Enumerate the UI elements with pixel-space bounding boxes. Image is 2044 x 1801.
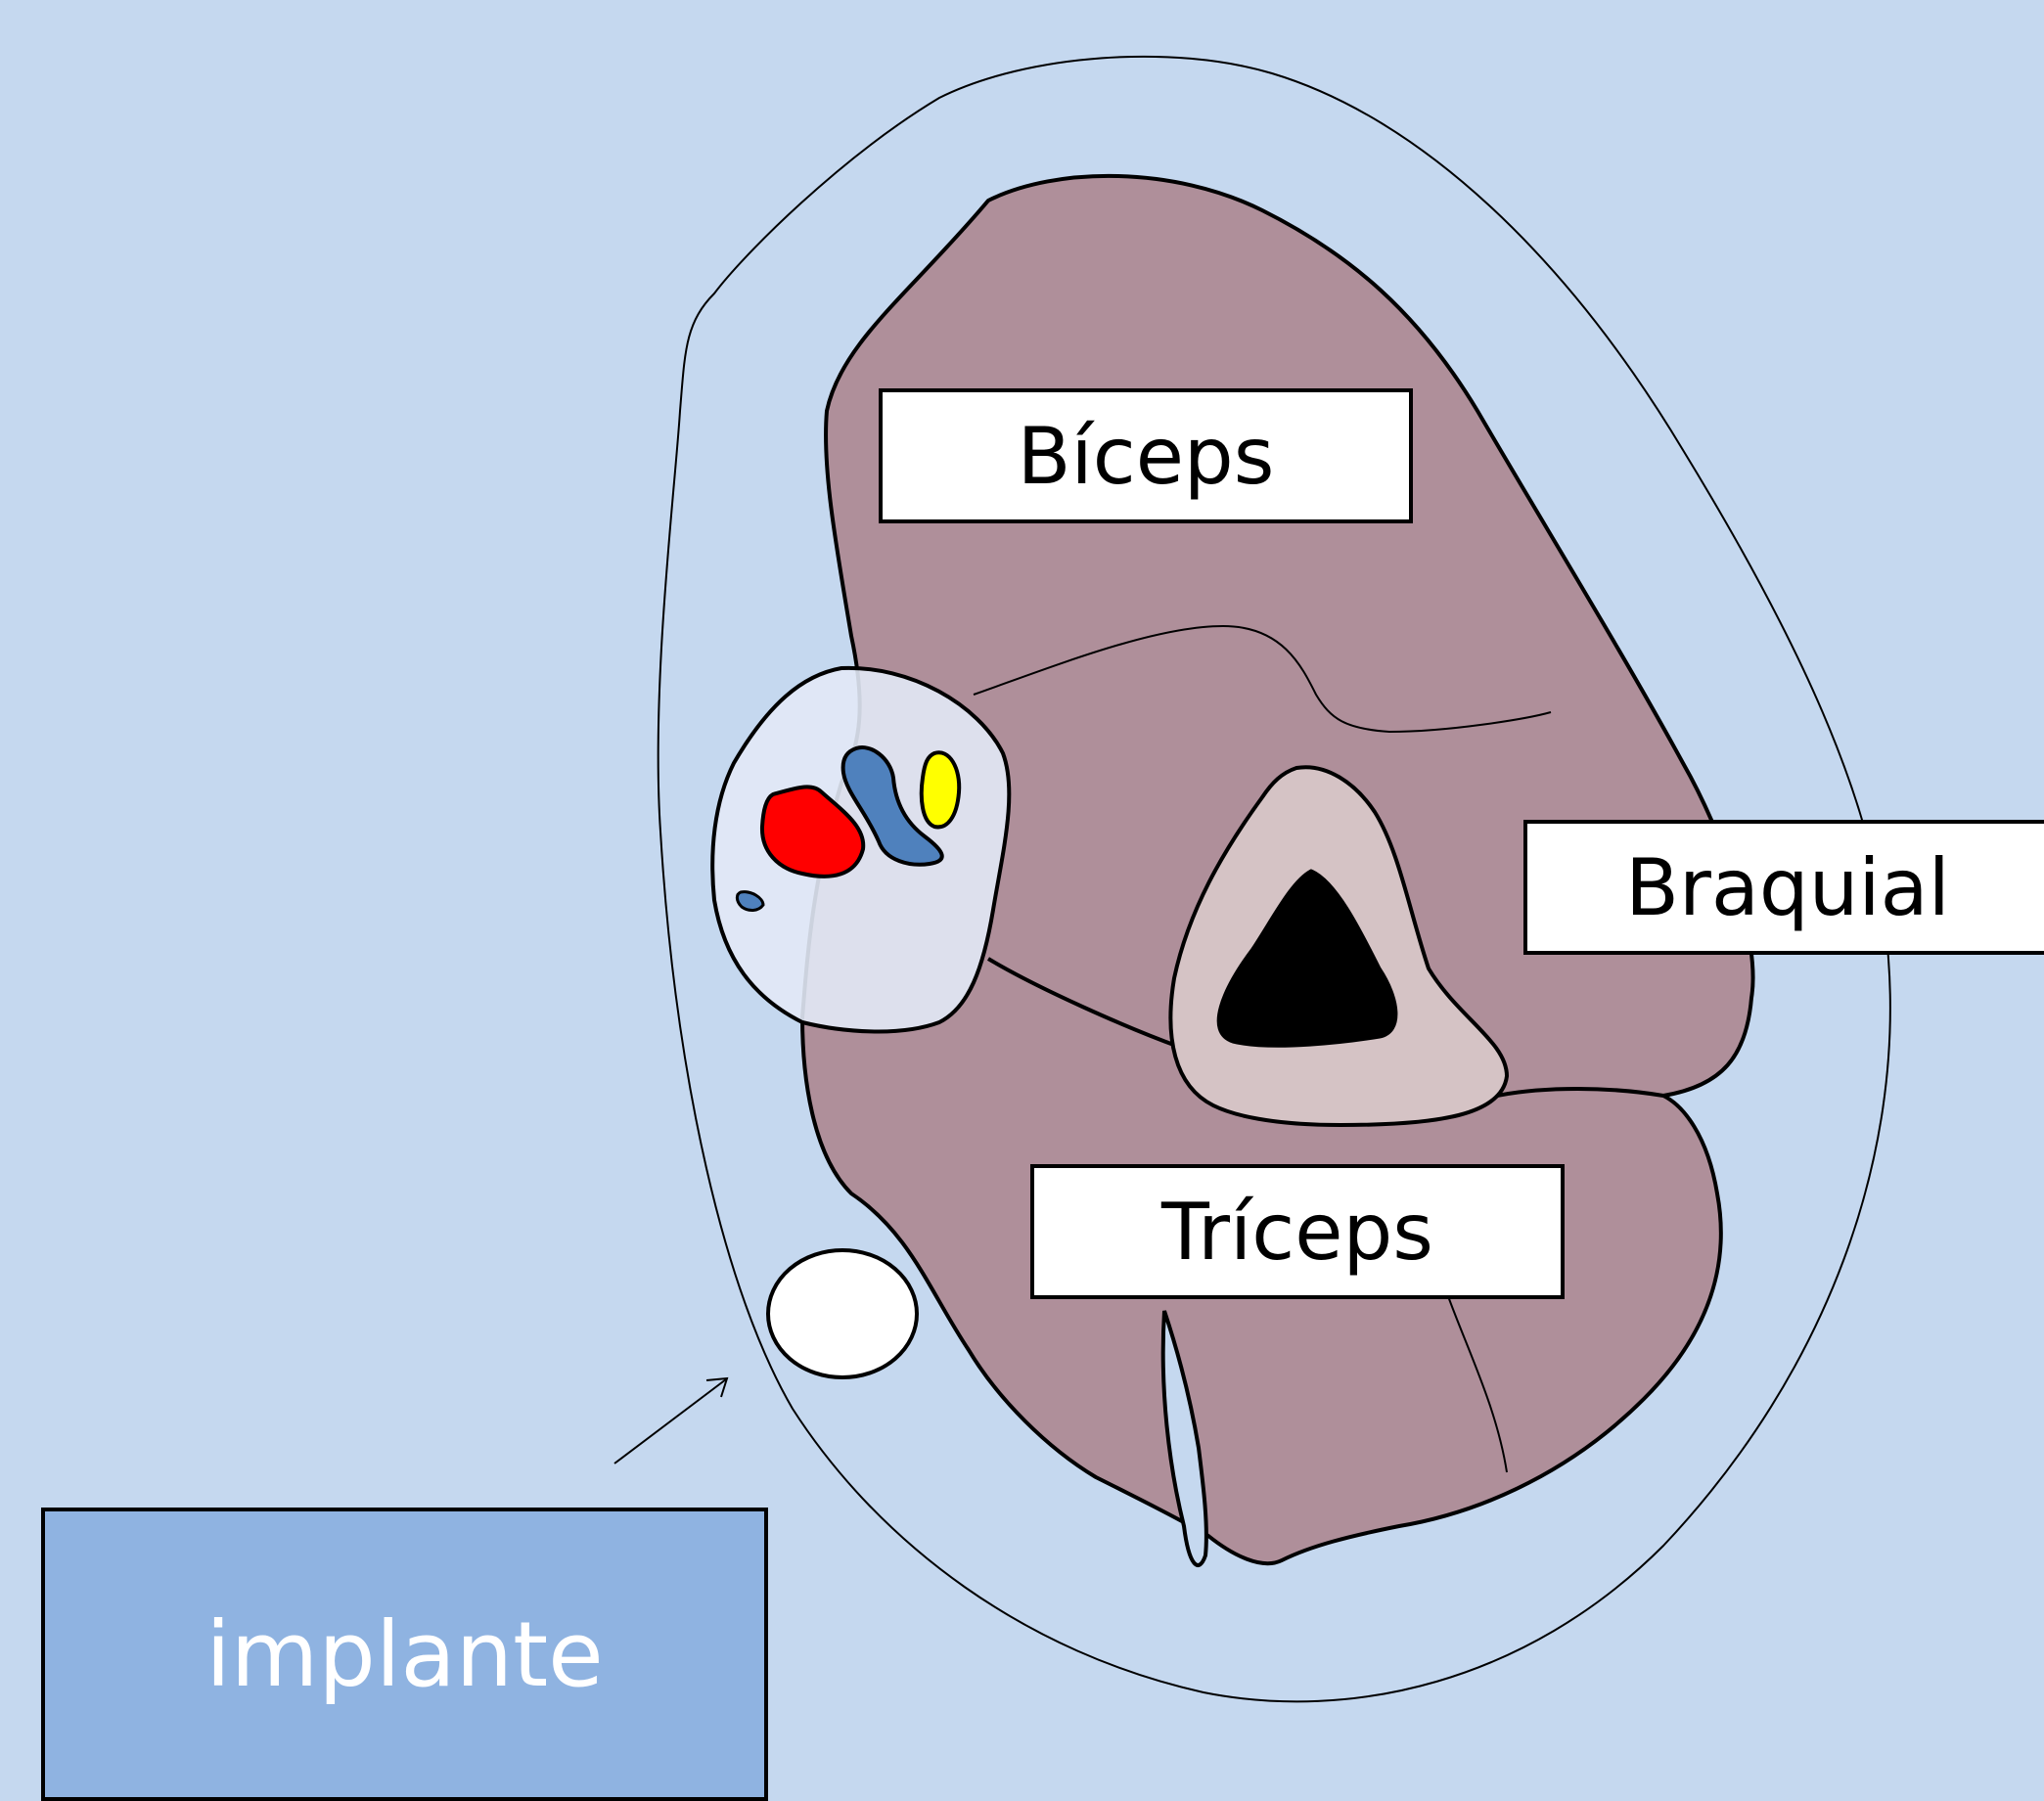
label-implante-text: implante bbox=[205, 1602, 604, 1707]
label-braquial-text: Braquial bbox=[1625, 842, 1950, 933]
label-braquial: Braquial bbox=[1523, 820, 2044, 955]
label-biceps: Bíceps bbox=[879, 388, 1413, 523]
label-triceps: Tríceps bbox=[1030, 1164, 1565, 1299]
label-triceps-text: Tríceps bbox=[1161, 1187, 1433, 1278]
nerve bbox=[922, 752, 959, 827]
arrow-icon bbox=[614, 1378, 727, 1463]
label-implante: implante bbox=[41, 1508, 768, 1801]
label-biceps-text: Bíceps bbox=[1018, 411, 1275, 502]
implant bbox=[768, 1250, 917, 1377]
